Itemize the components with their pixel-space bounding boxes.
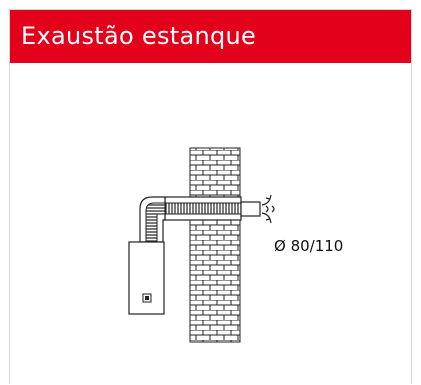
card-title: Exaustão estanque: [21, 22, 257, 50]
brick-wall: [189, 147, 241, 343]
flue-pipe-horizontal: [164, 196, 242, 221]
flue-diameter-label: Ø 80/110: [274, 237, 344, 255]
boiler-unit: [128, 241, 165, 315]
flue-terminal: [240, 194, 275, 224]
card-header: Exaustão estanque: [10, 10, 411, 63]
flue-elbow: [139, 196, 166, 243]
